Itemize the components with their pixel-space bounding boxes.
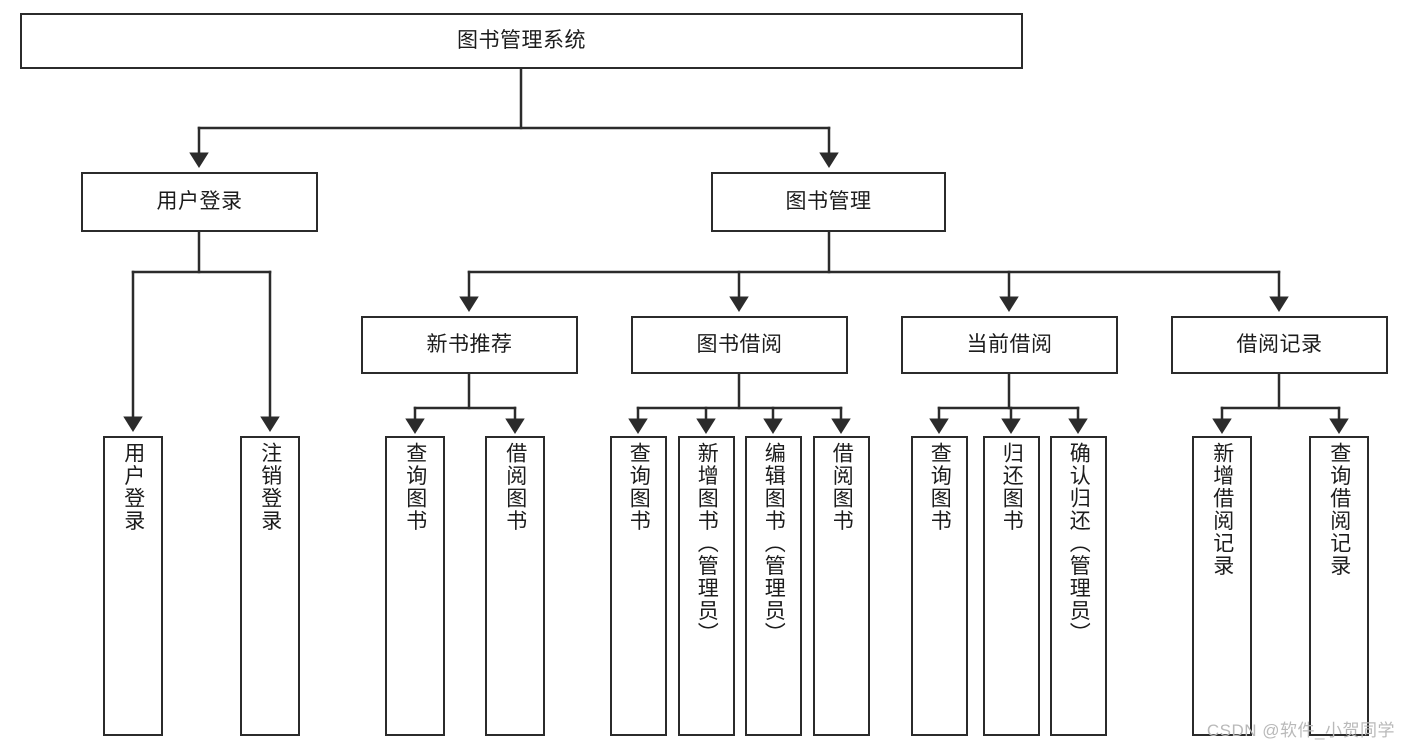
node-leaf-add-book[interactable]: 新增图书（管理员） bbox=[678, 436, 735, 736]
node-borrow-record[interactable]: 借阅记录 bbox=[1171, 316, 1388, 374]
node-leaf-add-record[interactable]: 新增借阅记录 bbox=[1192, 436, 1252, 736]
node-leaf-query-book-2[interactable]: 查询图书 bbox=[610, 436, 667, 736]
node-book-manage[interactable]: 图书管理 bbox=[711, 172, 946, 232]
node-leaf-query-book-1-label: 查询图书 bbox=[403, 442, 427, 532]
node-leaf-add-book-label: 新增图书（管理员） bbox=[695, 442, 719, 645]
node-leaf-edit-book-label: 编辑图书（管理员） bbox=[762, 442, 786, 645]
node-current-borrow[interactable]: 当前借阅 bbox=[901, 316, 1118, 374]
node-current-borrow-label: 当前借阅 bbox=[966, 332, 1053, 356]
node-leaf-user-login-label: 用户登录 bbox=[121, 442, 145, 532]
node-user-login-label: 用户登录 bbox=[156, 189, 243, 213]
node-leaf-borrow-book-2[interactable]: 借阅图书 bbox=[813, 436, 870, 736]
node-leaf-edit-book[interactable]: 编辑图书（管理员） bbox=[745, 436, 802, 736]
node-leaf-logout[interactable]: 注销登录 bbox=[240, 436, 300, 736]
node-leaf-add-record-label: 新增借阅记录 bbox=[1210, 442, 1234, 577]
node-book-manage-label: 图书管理 bbox=[785, 189, 872, 213]
node-book-borrow-label: 图书借阅 bbox=[696, 332, 783, 356]
node-new-book-recommend-label: 新书推荐 bbox=[426, 332, 513, 356]
node-leaf-borrow-book-2-label: 借阅图书 bbox=[830, 442, 854, 532]
node-leaf-query-book-1[interactable]: 查询图书 bbox=[385, 436, 445, 736]
node-leaf-return-book-label: 归还图书 bbox=[1000, 442, 1024, 532]
node-leaf-query-book-3-label: 查询图书 bbox=[928, 442, 952, 532]
node-leaf-confirm-return[interactable]: 确认归还（管理员） bbox=[1050, 436, 1107, 736]
node-leaf-borrow-book-1[interactable]: 借阅图书 bbox=[485, 436, 545, 736]
node-leaf-query-record[interactable]: 查询借阅记录 bbox=[1309, 436, 1369, 736]
node-book-borrow[interactable]: 图书借阅 bbox=[631, 316, 848, 374]
node-root-label: 图书管理系统 bbox=[457, 28, 586, 52]
node-leaf-return-book[interactable]: 归还图书 bbox=[983, 436, 1040, 736]
node-new-book-recommend[interactable]: 新书推荐 bbox=[361, 316, 578, 374]
node-user-login[interactable]: 用户登录 bbox=[81, 172, 318, 232]
node-borrow-record-label: 借阅记录 bbox=[1236, 332, 1323, 356]
node-leaf-query-book-2-label: 查询图书 bbox=[627, 442, 651, 532]
node-leaf-logout-label: 注销登录 bbox=[258, 442, 282, 532]
node-leaf-query-record-label: 查询借阅记录 bbox=[1327, 442, 1351, 577]
node-root[interactable]: 图书管理系统 bbox=[20, 13, 1023, 69]
node-leaf-user-login[interactable]: 用户登录 bbox=[103, 436, 163, 736]
node-leaf-query-book-3[interactable]: 查询图书 bbox=[911, 436, 968, 736]
node-leaf-confirm-return-label: 确认归还（管理员） bbox=[1067, 442, 1091, 645]
node-leaf-borrow-book-1-label: 借阅图书 bbox=[503, 442, 527, 532]
